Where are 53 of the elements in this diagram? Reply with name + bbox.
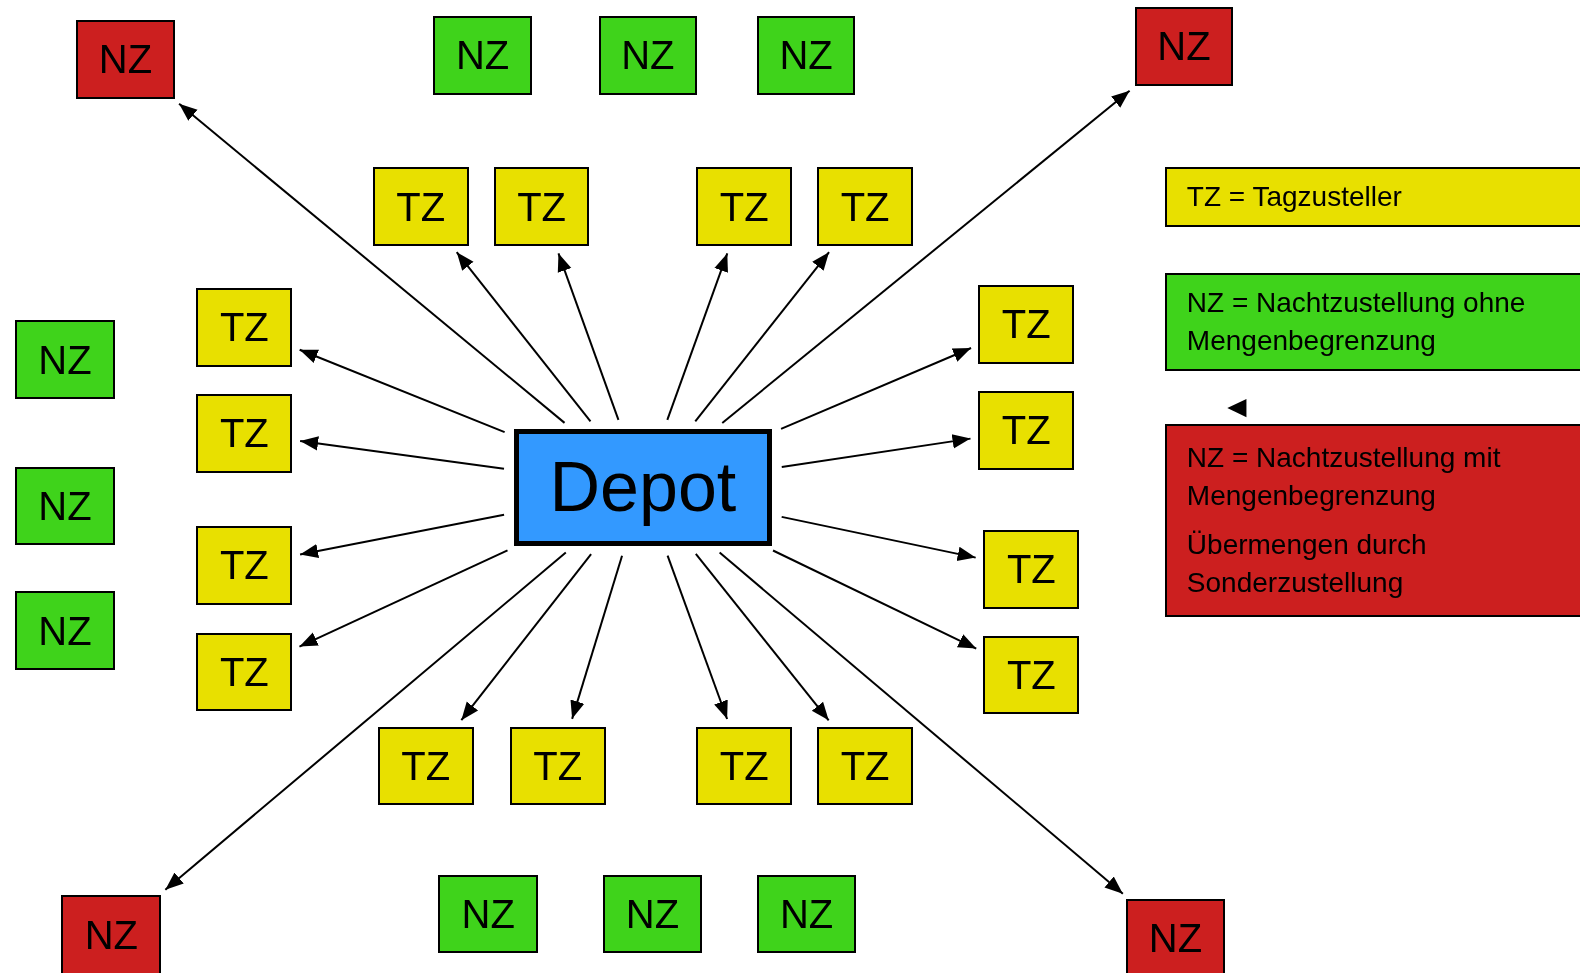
arrow (666, 252, 729, 421)
delivery-box: NZ (75, 20, 176, 99)
arrow (570, 554, 624, 720)
arrow (780, 434, 972, 468)
arrow (557, 252, 620, 421)
delivery-box: TZ (696, 167, 792, 246)
legend-box: TZ = Tagzusteller (1164, 167, 1580, 227)
delivery-box: TZ (817, 726, 913, 806)
delivery-box: NZ (15, 320, 115, 399)
delivery-box: NZ (15, 591, 115, 671)
delivery-box: TZ (509, 726, 606, 806)
delivery-box: NZ (61, 894, 162, 973)
delivery-box: NZ (602, 874, 703, 954)
arrow (455, 251, 592, 423)
delivery-box: TZ (493, 167, 590, 246)
arrow (694, 552, 830, 722)
delivery-box: TZ (978, 390, 1075, 470)
delivery-box: TZ (196, 526, 293, 605)
arrow (178, 102, 566, 424)
depot-box: Depot (513, 429, 772, 547)
delivery-box: TZ (978, 285, 1075, 364)
arrow (164, 551, 567, 891)
legend-box: NZ = Nachtzustellung ohne Mengenbegrenzung (1164, 273, 1580, 371)
delivery-box: TZ (983, 530, 1080, 609)
arrow (780, 347, 973, 430)
delivery-box: TZ (983, 635, 1080, 715)
delivery-box: NZ (756, 16, 856, 95)
arrow (460, 553, 593, 722)
delivery-box: TZ (817, 167, 913, 246)
delivery-box: TZ (372, 167, 469, 246)
arrow (772, 549, 978, 650)
delivery-box: NZ (438, 874, 539, 954)
arrow (718, 551, 1124, 895)
arrow (666, 554, 729, 720)
arrow (299, 513, 506, 559)
arrow (299, 436, 505, 470)
delivery-box: NZ (598, 16, 698, 95)
delivery-box: NZ (1134, 7, 1234, 86)
arrow (298, 348, 506, 434)
delivery-box: NZ (15, 466, 115, 546)
legend-box: NZ = Nachtzustellung mit Mengenbegrenzung Übermengen durch Sonderzustellung (1164, 424, 1580, 617)
delivery-box: TZ (196, 288, 293, 367)
delivery-box: NZ (433, 16, 533, 95)
arrow (694, 251, 831, 423)
arrow (721, 89, 1131, 424)
arrow (298, 549, 509, 648)
delivery-box: NZ (756, 874, 857, 954)
delivery-box: TZ (196, 632, 293, 712)
delivery-box: TZ (377, 726, 474, 806)
arrow (780, 515, 977, 561)
delivery-box: TZ (696, 726, 792, 806)
delivery-box: NZ (1125, 898, 1226, 973)
delivery-box: TZ (196, 394, 293, 473)
